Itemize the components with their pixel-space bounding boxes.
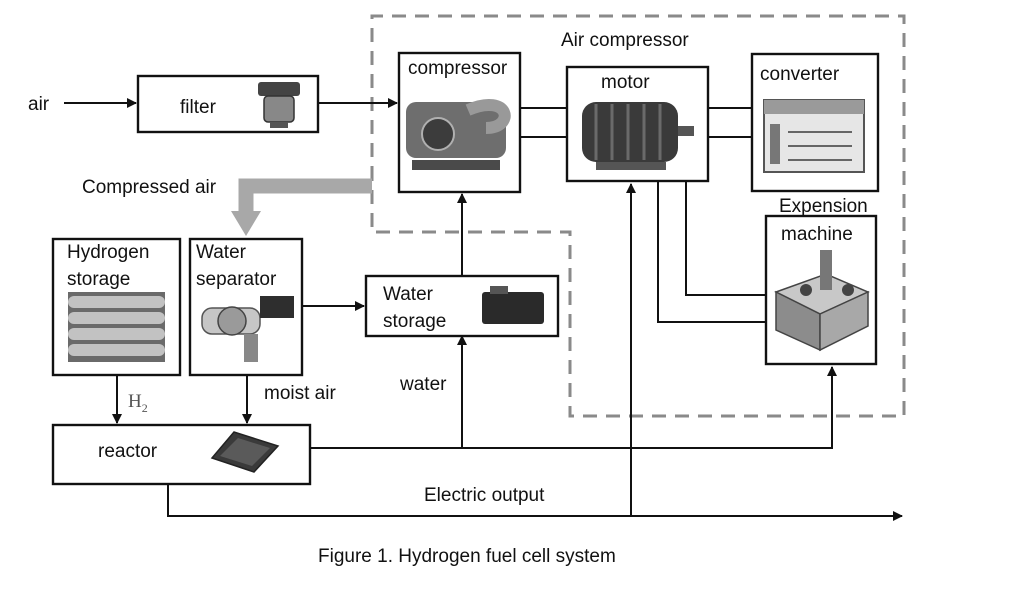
connectors (64, 98, 903, 521)
h2-label-main: H (128, 391, 142, 412)
reactor-label: reactor (98, 441, 158, 462)
moist-air-label: moist air (264, 383, 336, 404)
air-compressor-boundary (370, 14, 906, 418)
water-separator-label-line1: Water (196, 242, 247, 263)
electric-output-arrow (167, 484, 903, 521)
converter-label: converter (760, 64, 840, 85)
reactor-image (210, 431, 280, 473)
water-separator-image (201, 296, 294, 362)
air-label: air (28, 94, 50, 115)
reactor-box (51, 423, 312, 486)
hydrogen-storage-image (68, 292, 165, 362)
figure-caption: Figure 1. Hydrogen fuel cell system (318, 546, 616, 567)
motor-label: motor (601, 72, 650, 93)
filter-label: filter (180, 97, 217, 118)
hydrogen-label-line2: storage (67, 269, 130, 290)
electric-output-label: Electric output (424, 485, 545, 506)
water-storage-label-line2: storage (383, 311, 446, 332)
converter-image (763, 99, 865, 173)
motor-expansion-line-upper (685, 181, 766, 296)
water-storage-image (482, 286, 544, 324)
expansion-label-line2: machine (781, 224, 853, 245)
water-storage-label-line1: Water (383, 284, 434, 305)
hydrogen-label-line1: Hydrogen (67, 242, 149, 263)
h2-label: H2 (128, 391, 148, 415)
reactor-to-expansion-arrow (310, 366, 837, 449)
compressed-air-label: Compressed air (82, 177, 217, 198)
motor-expansion-line-lower (657, 181, 766, 323)
compressor-image (406, 99, 511, 170)
filter-image (258, 82, 300, 128)
water-separator-label-line2: separator (196, 269, 277, 290)
air-compressor-label: Air compressor (561, 30, 689, 51)
compressed-air-arrow (231, 178, 372, 236)
expansion-machine-image (774, 250, 870, 352)
motor-image (582, 102, 694, 170)
compressor-label: compressor (408, 58, 508, 79)
water-label: water (399, 374, 447, 395)
expansion-label-line1: Expension (779, 196, 868, 217)
h2-label-subscript: 2 (142, 401, 148, 415)
